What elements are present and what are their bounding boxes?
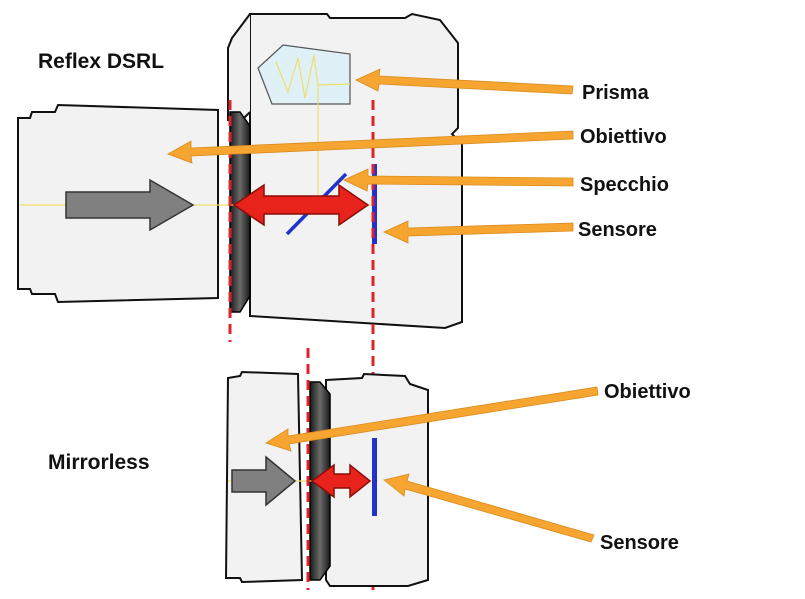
mirrorless-flange-distance-arrow <box>310 463 372 499</box>
dslr-light-arrow <box>65 178 195 232</box>
dslr-flange-distance-arrow <box>232 183 370 227</box>
callout-arrow-sensore-bottom <box>383 473 595 543</box>
callout-arrow-obiettivo-bottom <box>265 386 599 452</box>
callout-arrow-sensore-top <box>383 220 574 244</box>
label-obiettivo-bottom: Obiettivo <box>604 381 691 403</box>
callout-arrow-prisma <box>355 68 574 95</box>
callout-arrows <box>167 68 599 543</box>
mirrorless-group <box>224 348 429 590</box>
pentaprism <box>257 44 351 105</box>
mirrorless-sensor <box>372 438 377 516</box>
label-obiettivo-top: Obiettivo <box>580 126 667 148</box>
label-prisma: Prisma <box>582 82 650 104</box>
mirrorless-light-arrow <box>231 455 297 507</box>
label-sensore-bottom: Sensore <box>600 532 679 554</box>
label-specchio: Specchio <box>580 174 669 196</box>
label-sensore-top: Sensore <box>578 219 657 241</box>
callout-arrow-specchio <box>343 168 574 192</box>
dslr-title: Reflex DSRL <box>38 50 164 73</box>
mirrorless-title: Mirrorless <box>48 451 150 474</box>
callout-arrow-obiettivo-top <box>167 130 574 164</box>
